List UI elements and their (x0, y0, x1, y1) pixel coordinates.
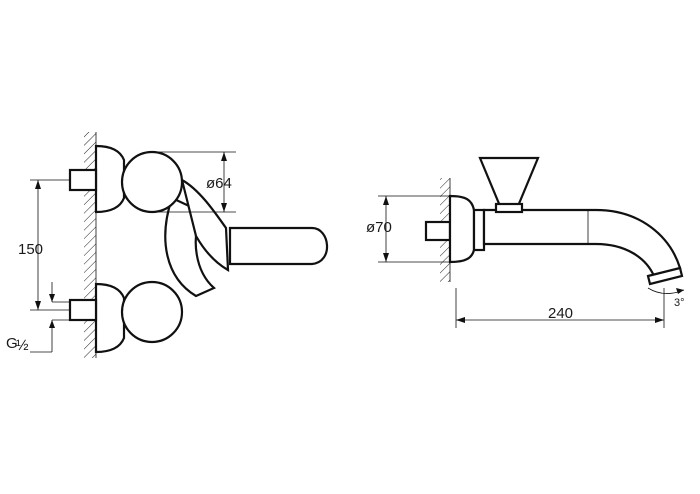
wall-hatch-left (84, 132, 96, 358)
dim-spout-length: 240 (548, 305, 573, 322)
side-handle (478, 156, 540, 208)
upper-handle-knob (120, 150, 184, 214)
dim-tilt-angle: 3° (674, 297, 685, 309)
dim-thread-fraction: ½ (16, 337, 29, 354)
side-rosette (448, 194, 476, 264)
dim-thread-main: G (6, 335, 18, 352)
upper-inlet-pipe (68, 168, 98, 192)
dim-center-distance: 150 (18, 241, 43, 258)
side-view: ø70 240 3° (366, 156, 685, 328)
spout-outlet (228, 226, 329, 266)
lower-rosette (94, 282, 126, 354)
spout-arm (180, 177, 230, 272)
lower-handle-knob (120, 280, 184, 344)
dim-diameter-rosette: ø70 (366, 219, 392, 236)
side-inlet-pipe (424, 220, 452, 242)
lower-inlet-pipe (68, 298, 98, 322)
upper-rosette (94, 144, 126, 214)
dim-diameter-handle: ø64 (206, 175, 232, 192)
front-view: ø64 150 G ½ (6, 132, 329, 358)
side-spout (482, 208, 682, 278)
